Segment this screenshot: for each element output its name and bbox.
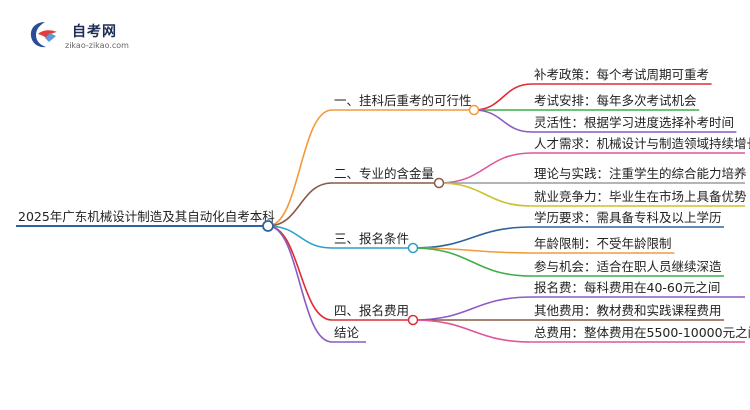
branch-node-circle[interactable] [407, 314, 419, 326]
leaf-topic[interactable]: 理论与实践：注重学生的综合能力培养 [534, 166, 747, 181]
leaf-connector [412, 319, 533, 343]
branch-topic[interactable]: 二、专业的含金量 [334, 166, 434, 181]
branch-connector [267, 109, 333, 227]
leaf-connector [438, 182, 533, 207]
logo-title: 自考网 [72, 24, 117, 40]
branch-topic[interactable]: 结论 [334, 325, 360, 340]
leaf-topic[interactable]: 考试安排：每年多次考试机会 [534, 93, 697, 108]
branch-node-circle[interactable] [407, 242, 419, 254]
leaf-connector [412, 226, 533, 249]
leaf-connector [438, 152, 533, 184]
root-node-circle[interactable] [262, 220, 274, 232]
leaf-topic[interactable]: 报名费：每科费用在40-60元之间 [534, 280, 720, 295]
branch-topic[interactable]: 一、挂科后重考的可行性 [334, 93, 472, 108]
leaf-topic[interactable]: 其他费用：教材费和实践课程费用 [534, 303, 722, 318]
branch-topic[interactable]: 四、报名费用 [334, 303, 409, 318]
leaf-topic[interactable]: 总费用：整体费用在5500-10000元之间 [534, 325, 750, 340]
leaf-topic[interactable]: 学历要求：需具备专科及以上学历 [534, 210, 722, 225]
branch-node-circle[interactable] [433, 177, 445, 189]
leaf-topic[interactable]: 年龄限制：不受年龄限制 [534, 236, 672, 251]
leaf-topic[interactable]: 参与机会：适合在职人员继续深造 [534, 259, 722, 274]
branch-node-circle[interactable] [468, 104, 480, 116]
branch-connector [267, 225, 333, 321]
root-topic[interactable]: 2025年广东机械设计制造及其自动化自考本科 [18, 209, 275, 224]
branch-connector [267, 182, 333, 227]
leaf-topic[interactable]: 补考政策：每个考试周期可重考 [534, 67, 709, 82]
branch-topic[interactable]: 三、报名条件 [334, 231, 409, 246]
logo-emblem-icon [30, 22, 57, 48]
logo-url: zikao-zikao.com [65, 41, 129, 50]
leaf-topic[interactable]: 就业竞争力：毕业生在市场上具备优势 [534, 189, 747, 204]
leaf-connector [473, 109, 533, 133]
leaf-topic[interactable]: 人才需求：机械设计与制造领域持续增长 [534, 136, 750, 151]
leaf-connector [412, 247, 533, 277]
leaf-topic[interactable]: 灵活性：根据学习进度选择补考时间 [534, 115, 734, 130]
leaf-connector [473, 83, 533, 111]
leaf-connector [412, 296, 533, 321]
branch-connector [267, 225, 333, 249]
site-logo[interactable]: 自考网 zikao-zikao.com [28, 20, 158, 52]
branch-connector [267, 225, 333, 343]
